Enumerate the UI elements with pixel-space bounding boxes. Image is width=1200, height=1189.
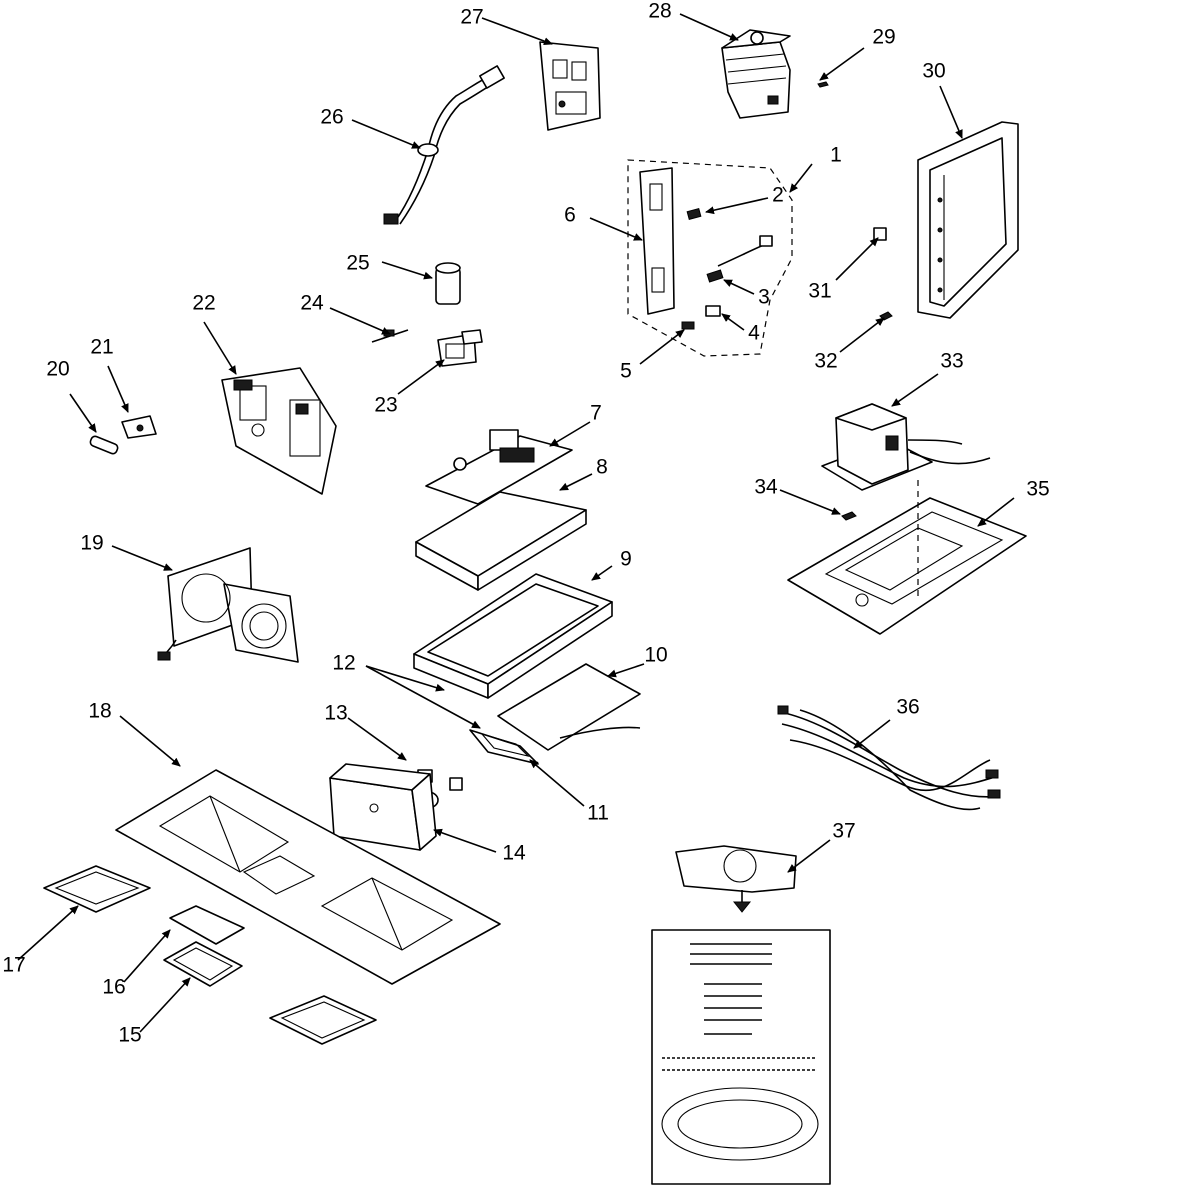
callout-10: 10 [644,644,667,667]
part-19-blower [157,547,299,663]
lower-filter [269,995,377,1045]
part-26-power-cord [383,65,505,225]
callout-8: 8 [596,456,608,479]
callout-30: 30 [922,60,945,83]
part-37-hardware-kit [651,845,831,1185]
part-25-capacitor [435,262,461,305]
callout-7: 7 [590,402,602,425]
callout-22: 22 [192,292,215,315]
callout-34: 34 [754,476,778,499]
part-22-control-board [221,367,337,495]
part-28-magnetron [721,29,791,119]
callout-13: 13 [324,702,347,725]
part-8-tray [415,491,587,591]
callout-3: 3 [758,286,770,309]
callout-1: 1 [830,144,842,167]
part-21-latch [121,415,157,439]
callout-18: 18 [88,700,111,723]
part-14-lamp-housing [329,763,437,851]
callout-labels: 1 2 3 4 5 6 7 8 9 10 11 12 13 14 15 16 1… [2,0,1049,1047]
callout-33: 33 [940,350,963,373]
callout-11: 11 [587,802,609,825]
part-15-lamp-cover [163,941,243,987]
callout-16: 16 [102,976,125,999]
part-30-side-panel [917,121,1019,319]
callout-15: 15 [118,1024,141,1047]
callout-25: 25 [346,252,369,275]
callout-32: 32 [814,350,837,373]
callout-37: 37 [832,820,855,843]
callout-24: 24 [300,292,324,315]
callout-23: 23 [374,394,397,417]
callout-19: 19 [80,532,103,555]
part-33-transformer [821,403,991,491]
callout-35: 35 [1026,478,1049,501]
callout-20: 20 [46,358,69,381]
part-36-wire-harness [777,705,1001,811]
part-9-frame [413,573,613,699]
callout-36: 36 [896,696,919,719]
part-35-base-plate [787,480,1027,635]
part-31-clip [873,227,887,241]
part-34-screws [841,511,857,521]
callout-5: 5 [620,360,632,383]
callout-26: 26 [320,106,343,129]
part-7-relay-board [425,429,573,505]
part-18-bottom-plate [115,769,501,985]
part-23-bracket [437,329,483,367]
part-27-bracket [539,41,601,131]
callout-6: 6 [564,204,576,227]
part-20-fuse [89,435,119,455]
callout-4: 4 [748,322,760,345]
part-24-thermal-fuse [371,329,409,343]
part-1-door-switch-assembly [627,159,793,357]
callout-17: 17 [2,954,25,977]
callout-2: 2 [772,184,784,207]
callout-29: 29 [872,26,895,49]
leader-lines [17,13,1015,1033]
callout-28: 28 [648,0,671,23]
callout-21: 21 [90,336,113,359]
callout-31: 31 [808,280,831,303]
callout-27: 27 [460,6,483,29]
callout-9: 9 [620,548,632,571]
callout-12: 12 [332,652,355,675]
part-29-screw [817,81,829,88]
part-17-filter [43,865,151,913]
callout-14: 14 [502,842,526,865]
part-16-filter-pad [169,905,245,945]
part-10-panel [497,663,641,751]
